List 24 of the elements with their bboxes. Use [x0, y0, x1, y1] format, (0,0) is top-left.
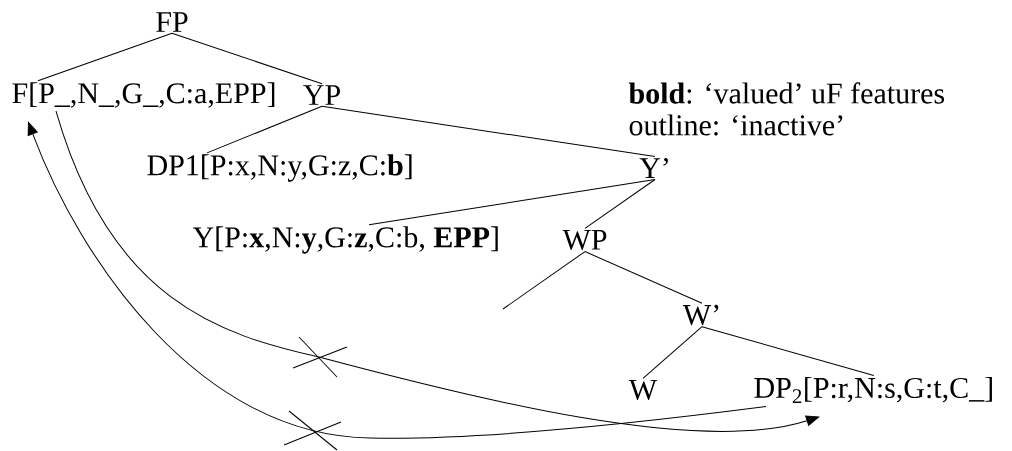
- feature-label: DP$_{2}$[P:r,N:s,G:t,C_]: [754, 376, 992, 404]
- tree-branch: [37, 32, 173, 82]
- phrase-label: FP: [156, 12, 188, 32]
- tree-branch: [368, 179, 656, 226]
- phrase-label: Y’: [639, 158, 668, 178]
- arrow: [55, 110, 820, 432]
- phrase-label: W’: [682, 304, 719, 326]
- tree-branch: [321, 105, 656, 158]
- tree-branch: [584, 179, 656, 229]
- feature-label: Y[P:x,N:y,G:z,C:b, EPP]: [192, 226, 498, 254]
- head-label: W: [628, 379, 658, 401]
- arrow: [27, 122, 767, 439]
- feature-label: F[P_,N_,G_,C:a,EPP]: [12, 82, 275, 108]
- phrase-label: YP: [303, 85, 340, 105]
- tree-branch: [206, 105, 323, 154]
- legend-note: bold: ‘valued’ uF features: [628, 82, 945, 104]
- tree-branch: [584, 251, 703, 304]
- phrase-label: WP: [562, 229, 607, 251]
- tree-branch: [171, 32, 323, 85]
- feature-label: DP1[P:x,N:y,G:z,C:b]: [147, 154, 412, 182]
- tree-branch: [502, 251, 586, 310]
- tree-branch: [642, 326, 703, 379]
- tree-branch: [701, 326, 875, 376]
- legend-note: outline: ‘inactive’: [629, 114, 843, 136]
